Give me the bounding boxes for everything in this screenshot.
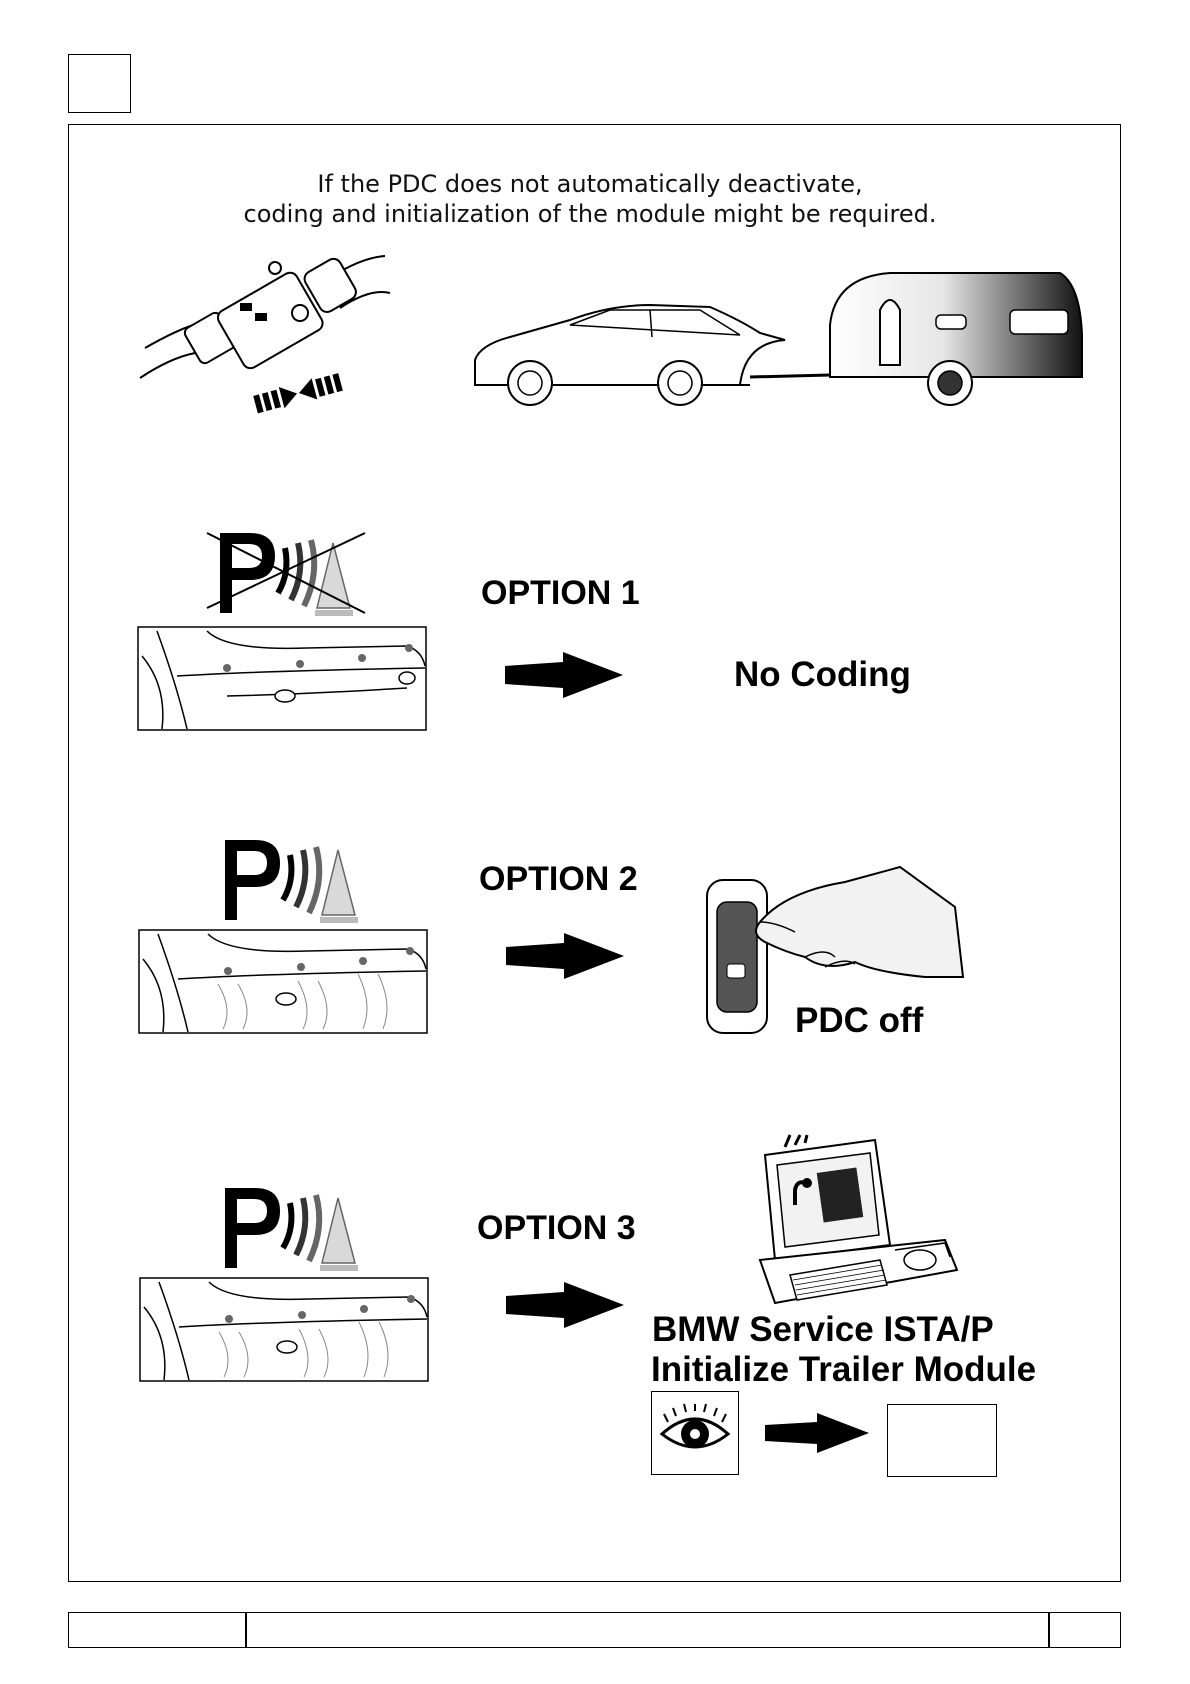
right-arrow-icon-2 [506,933,624,979]
option-3-label: OPTION 3 [477,1209,636,1248]
parking-sensor-icon-crossed [205,528,370,618]
option-2-result: PDC off [795,1001,923,1041]
footer-divider-left [245,1612,247,1648]
option-1-result: No Coding [734,655,911,695]
diagnostic-laptop-illustration [745,1135,960,1315]
footer-bar [68,1612,1121,1648]
connect-arrows-icon [252,368,347,418]
footer-divider-right [1048,1612,1050,1648]
eye-icon-box [651,1391,739,1475]
intro-line-1: If the PDC does not automatically deacti… [160,170,1020,198]
right-arrow-icon-4 [765,1413,869,1453]
right-arrow-icon-1 [505,652,623,698]
empty-result-box [887,1404,997,1477]
option-3-result-line-1: BMW Service ISTA/P [652,1310,994,1350]
intro-line-2: coding and initialization of the module … [160,200,1020,228]
car-with-caravan-illustration [470,265,1090,415]
option-2-label: OPTION 2 [479,860,638,899]
parking-sensor-icon-3 [210,1183,370,1273]
rear-bumper-sensors-3 [139,1277,429,1382]
option-3-result-line-2: Initialize Trailer Module [651,1350,1036,1390]
parking-sensor-icon-2 [210,835,370,925]
right-arrow-icon-3 [506,1282,624,1328]
eye-icon [658,1404,732,1460]
rear-bumper-sensors-1 [137,626,427,731]
option-1-label: OPTION 1 [481,574,640,613]
page-number-box [68,54,131,113]
rear-bumper-sensors-2 [138,929,428,1034]
